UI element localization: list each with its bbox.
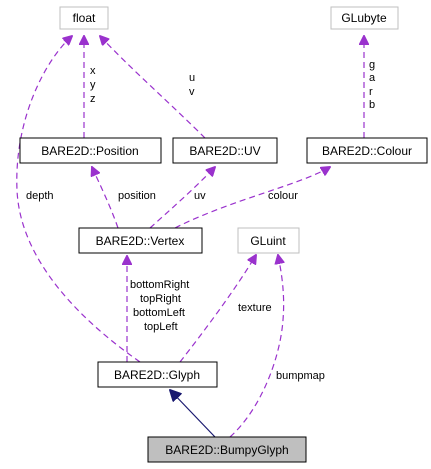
- node-bumpy-glyph-label: BARE2D::BumpyGlyph: [165, 443, 288, 457]
- edge-label-b: b: [369, 99, 375, 111]
- edge-float-uv: [100, 36, 206, 139]
- edge-uv-vertex: [149, 167, 215, 229]
- edge-colour-vertex: [174, 167, 330, 229]
- edge-gluint-bumpy: [229, 255, 284, 438]
- edge-label-x: x: [90, 65, 96, 77]
- node-position[interactable]: BARE2D::Position: [19, 137, 162, 164]
- node-glyph[interactable]: BARE2D::Glyph: [97, 361, 218, 388]
- node-vertex-label: BARE2D::Vertex: [96, 234, 185, 248]
- edge-label-u: u: [189, 72, 195, 84]
- node-glubyte-label: GLubyte: [341, 11, 387, 25]
- node-glyph-label: BARE2D::Glyph: [114, 368, 200, 382]
- edge-label-a: a: [369, 72, 376, 84]
- node-uv[interactable]: BARE2D::UV: [172, 137, 278, 164]
- edge-position-vertex: [92, 167, 119, 229]
- edge-label-z: z: [90, 93, 96, 105]
- node-float[interactable]: float: [59, 6, 109, 30]
- node-gluint[interactable]: GLuint: [237, 227, 300, 254]
- edge-label-r: r: [369, 86, 373, 98]
- edge-label-colour: colour: [268, 190, 298, 202]
- edge-label-depth: depth: [26, 190, 54, 202]
- edge-label-y: y: [90, 79, 96, 91]
- edge-label-g: g: [369, 59, 375, 71]
- node-gluint-label: GLuint: [250, 234, 286, 248]
- edge-gluint-glyph: [179, 255, 256, 363]
- edge-label-top-left: topLeft: [144, 321, 178, 333]
- node-colour[interactable]: BARE2D::Colour: [306, 137, 428, 164]
- edge-label-bottom-right: bottomRight: [130, 279, 189, 291]
- node-glubyte[interactable]: GLubyte: [330, 6, 399, 30]
- edge-label-uv: uv: [194, 190, 206, 202]
- edge-label-position: position: [118, 190, 156, 202]
- edge-inheritance: [170, 390, 216, 438]
- edge-label-texture: texture: [238, 302, 272, 314]
- node-position-label: BARE2D::Position: [41, 144, 138, 158]
- edge-label-bottom-left: bottomLeft: [133, 307, 185, 319]
- edge-label-top-right: topRight: [140, 293, 181, 305]
- node-bumpy-glyph[interactable]: BARE2D::BumpyGlyph: [147, 436, 307, 463]
- node-uv-label: BARE2D::UV: [189, 144, 260, 158]
- node-vertex[interactable]: BARE2D::Vertex: [78, 227, 203, 254]
- node-float-label: float: [73, 11, 96, 25]
- node-colour-label: BARE2D::Colour: [322, 144, 412, 158]
- edge-label-v: v: [189, 86, 195, 98]
- edge-float-glyph: [16, 36, 141, 363]
- edge-label-bumpmap: bumpmap: [276, 370, 325, 382]
